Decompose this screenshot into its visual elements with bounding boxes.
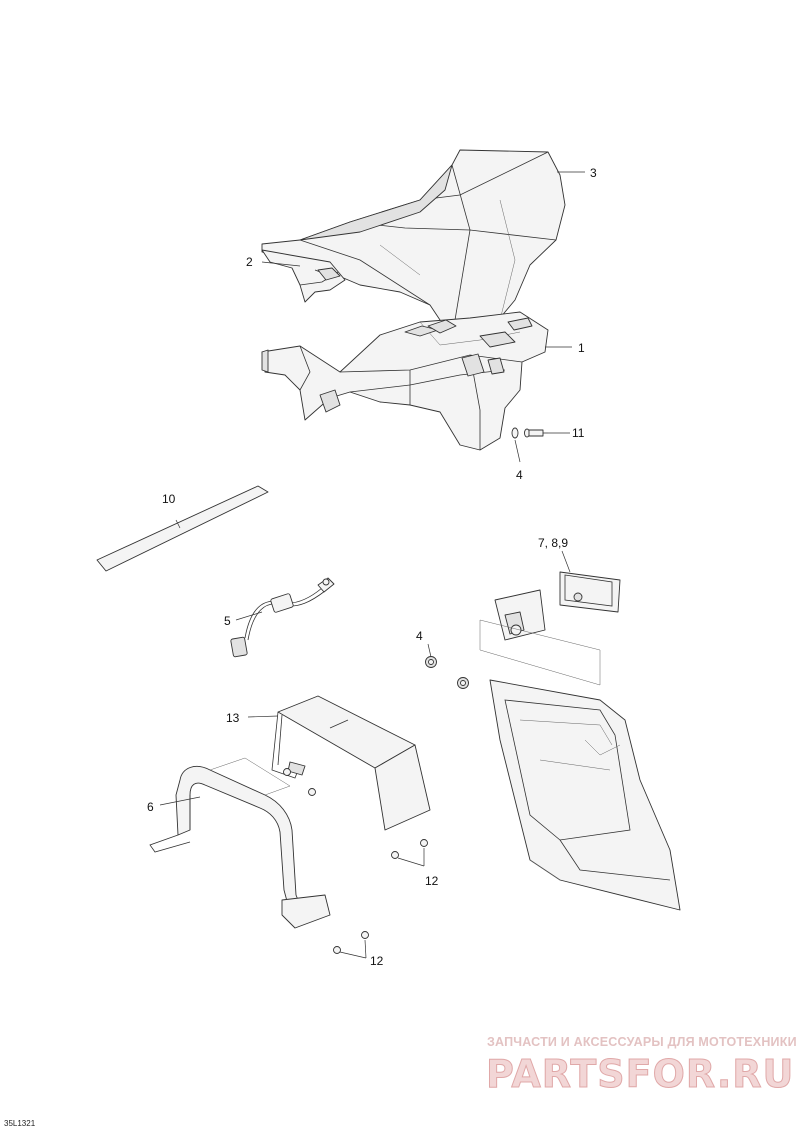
- washer-and-screw: [511, 427, 548, 439]
- callout-4-top: 4: [516, 468, 523, 482]
- wiring-harness: [230, 577, 335, 658]
- watermark-subtitle: ЗАПЧАСТИ И АКСЕССУАРЫ ДЛЯ МОТОТЕХНИКИ: [487, 1035, 797, 1049]
- callout-4-mid: 4: [416, 629, 423, 643]
- callout-10: 10: [162, 492, 176, 506]
- seat-base: [261, 311, 549, 451]
- callout-11: 11: [572, 426, 585, 440]
- callout-5: 5: [224, 614, 231, 628]
- grommets: [425, 656, 469, 689]
- callout-3: 3: [590, 166, 597, 180]
- reference-code: 35L1321: [4, 1119, 36, 1128]
- callout-labels: 3 2 1 11 4 10 7, 8,9 5 4 13 6 12 12: [147, 166, 597, 968]
- callout-12-lower: 12: [370, 954, 384, 968]
- grab-handle: [149, 757, 331, 929]
- callout-12-upper: 12: [425, 874, 439, 888]
- tail-light-assembly: [479, 571, 621, 686]
- callout-13: 13: [226, 711, 240, 725]
- storage-bag: [271, 695, 431, 831]
- callout-6: 6: [147, 800, 154, 814]
- rear-cowl-panel: [489, 679, 681, 911]
- callout-7-8-9: 7, 8,9: [538, 536, 568, 550]
- fasteners: [283, 768, 428, 954]
- decal-strip: [96, 485, 269, 572]
- watermark-logo: PARTSFOR.RU: [486, 1052, 794, 1096]
- watermark: ЗАПЧАСТИ И АКСЕССУАРЫ ДЛЯ МОТОТЕХНИКИ PA…: [486, 1035, 797, 1097]
- callout-1: 1: [578, 341, 585, 355]
- seat-cushion: [261, 149, 566, 339]
- seat-front-bracket: [261, 249, 346, 303]
- callout-2: 2: [246, 255, 253, 269]
- leader-lines: [159, 171, 585, 959]
